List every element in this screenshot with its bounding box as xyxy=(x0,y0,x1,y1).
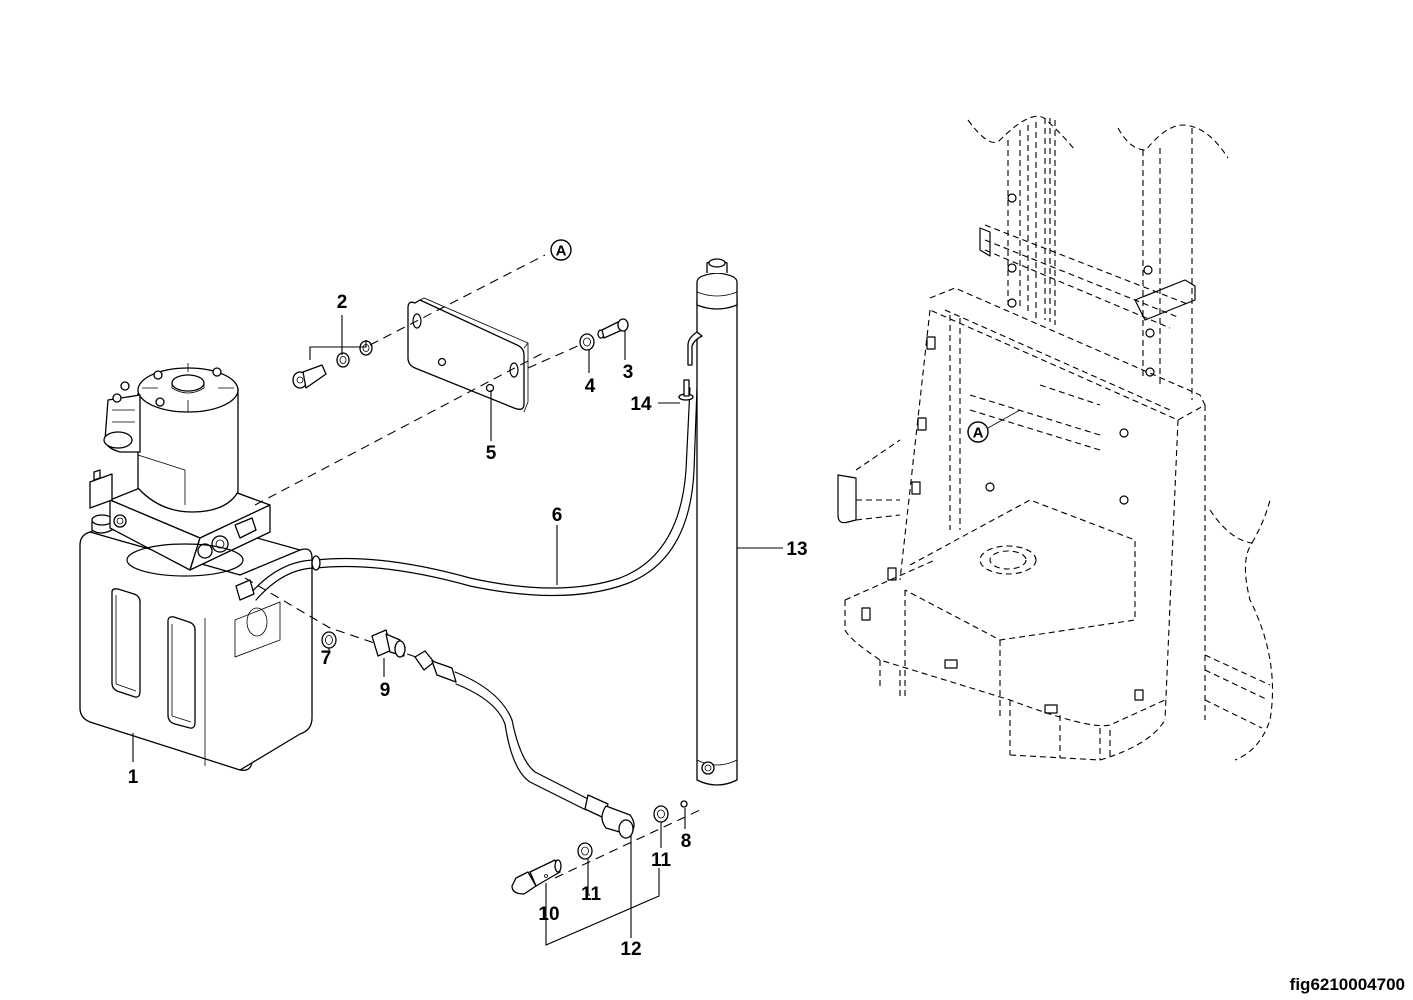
part-label-9[interactable]: 9 xyxy=(380,680,391,701)
seal-washer-11-left[interactable] xyxy=(577,842,593,860)
tank[interactable] xyxy=(79,507,313,771)
bleed-screw-8[interactable] xyxy=(680,800,688,808)
reference-line-bolt xyxy=(527,344,581,369)
truck-chassis-phantom xyxy=(837,115,1274,761)
pressure-hose[interactable] xyxy=(414,650,635,839)
figure-id: fig6210004700 xyxy=(1290,975,1405,994)
svg-text:A: A xyxy=(973,425,984,442)
part-label-11-right[interactable]: 11 xyxy=(651,850,672,871)
fitting-9[interactable] xyxy=(371,629,406,658)
reference-line-a xyxy=(254,351,546,506)
part-label-3[interactable]: 3 xyxy=(623,362,634,383)
part-label-6[interactable]: 6 xyxy=(552,505,563,526)
callout-a-left: A xyxy=(550,239,572,261)
part-label-14[interactable]: 14 xyxy=(630,394,652,415)
washer-4[interactable] xyxy=(579,333,595,351)
mounting-plate[interactable] xyxy=(407,297,529,413)
part-labels: 1 2 3 4 5 6 7 8 9 10 11 11 12 13 14 xyxy=(128,292,808,960)
part-label-5[interactable]: 5 xyxy=(486,443,497,464)
leader-lines xyxy=(132,315,783,946)
part-label-11-left[interactable]: 11 xyxy=(581,884,602,905)
part-label-2[interactable]: 2 xyxy=(337,292,348,313)
part-label-1[interactable]: 1 xyxy=(128,767,139,788)
lift-cylinder[interactable] xyxy=(687,258,738,786)
part-label-4[interactable]: 4 xyxy=(585,376,596,397)
bolt-3[interactable] xyxy=(597,318,629,339)
svg-text:A: A xyxy=(556,243,567,260)
return-hose[interactable] xyxy=(235,387,698,601)
banjo-bolt-10[interactable] xyxy=(511,859,562,895)
part-label-7[interactable]: 7 xyxy=(321,648,332,669)
hose-clamp-14[interactable] xyxy=(678,379,694,401)
seal-washer-11-right[interactable] xyxy=(653,805,669,823)
part-label-8[interactable]: 8 xyxy=(681,831,692,852)
bolt-set-2[interactable] xyxy=(292,340,373,389)
reference-line-plate xyxy=(369,254,546,346)
part-label-12[interactable]: 12 xyxy=(620,939,641,960)
part-label-10[interactable]: 10 xyxy=(538,904,559,925)
electric-motor[interactable] xyxy=(103,363,239,513)
seal-ring-7[interactable] xyxy=(321,631,337,649)
reference-line-banjo xyxy=(554,809,701,879)
part-label-13[interactable]: 13 xyxy=(786,539,807,560)
callout-a-right: A xyxy=(967,409,1021,443)
